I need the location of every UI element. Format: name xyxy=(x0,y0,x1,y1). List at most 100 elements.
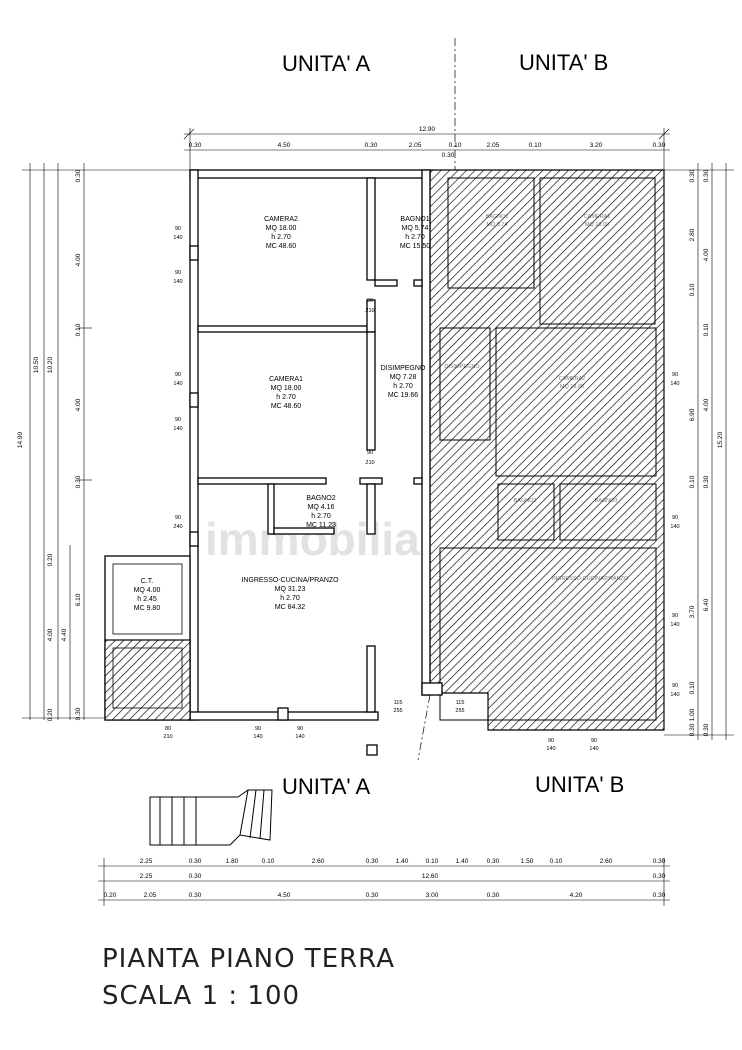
svg-text:4.00: 4.00 xyxy=(703,398,710,411)
svg-text:90: 90 xyxy=(672,372,678,378)
svg-text:0.30: 0.30 xyxy=(75,475,82,488)
svg-text:0.10: 0.10 xyxy=(703,323,710,336)
svg-text:0.30: 0.30 xyxy=(189,892,202,899)
svg-text:MC 84.32: MC 84.32 xyxy=(275,604,305,611)
unit-a-walls xyxy=(189,169,443,756)
svg-text:0.30: 0.30 xyxy=(689,169,696,182)
svg-text:0.10: 0.10 xyxy=(426,858,439,865)
room-ingresso-cucina: INGRESSO-CUCINA/PRANZO MQ 31.23 h 2.70 M… xyxy=(241,577,339,611)
svg-text:4.50: 4.50 xyxy=(278,892,291,899)
svg-text:4.00: 4.00 xyxy=(703,248,710,261)
svg-text:6.10: 6.10 xyxy=(75,593,82,606)
svg-text:140: 140 xyxy=(670,524,679,530)
svg-text:210: 210 xyxy=(163,734,172,740)
svg-text:MQ 18.00: MQ 18.00 xyxy=(266,225,297,232)
room-bagno2: BAGNO2 MQ 4.16 h 2.70 MC 11.23 xyxy=(306,495,336,529)
svg-text:0.30: 0.30 xyxy=(487,892,500,899)
svg-text:MC 48.60: MC 48.60 xyxy=(271,403,301,410)
room-camera2: CAMERA2 MQ 18.00 h 2.70 MC 48.60 xyxy=(264,216,298,250)
unit-b-internal-walls xyxy=(439,177,657,721)
svg-text:3.00: 3.00 xyxy=(426,892,439,899)
svg-text:CAMERA2: CAMERA2 xyxy=(559,376,586,382)
svg-text:0.20: 0.20 xyxy=(104,892,117,899)
svg-text:1.40: 1.40 xyxy=(396,858,409,865)
plan-scale: SCALA 1 : 100 xyxy=(102,981,300,1011)
svg-text:MQ 4.16: MQ 4.16 xyxy=(308,504,335,511)
svg-text:INGRESSO-CUCINA/PRANZO: INGRESSO-CUCINA/PRANZO xyxy=(552,576,629,582)
svg-text:12.60: 12.60 xyxy=(422,873,439,880)
svg-text:1.80: 1.80 xyxy=(226,858,239,865)
svg-text:h 2.70: h 2.70 xyxy=(311,513,331,520)
dim-left-mid-2: 10.20 xyxy=(47,356,54,373)
svg-text:4.20: 4.20 xyxy=(570,892,583,899)
svg-text:0.20: 0.20 xyxy=(47,553,54,566)
unit-b-room-labels: BAGNO1 MQ 5.74 CAMERA1 MQ 18.00 DISIMPEG… xyxy=(444,214,628,582)
svg-text:4.00: 4.00 xyxy=(75,398,82,411)
svg-text:MC 19.66: MC 19.66 xyxy=(388,392,418,399)
svg-text:C.T.: C.T. xyxy=(141,578,154,585)
svg-text:0.30: 0.30 xyxy=(75,707,82,720)
svg-text:140: 140 xyxy=(670,622,679,628)
svg-text:115: 115 xyxy=(456,700,465,706)
svg-text:0.30: 0.30 xyxy=(703,723,710,736)
svg-text:MC 15.50: MC 15.50 xyxy=(400,243,430,250)
svg-text:BAGNO1: BAGNO1 xyxy=(486,214,509,220)
svg-text:0.10: 0.10 xyxy=(689,475,696,488)
svg-text:4.40: 4.40 xyxy=(61,628,68,641)
svg-text:2.25: 2.25 xyxy=(140,873,153,880)
svg-text:4.50: 4.50 xyxy=(278,142,291,149)
dim-left-outer: 14.90 xyxy=(17,431,24,448)
svg-text:90: 90 xyxy=(175,372,181,378)
svg-text:210: 210 xyxy=(365,460,374,466)
ct-room xyxy=(112,563,183,635)
dim-top-total: 12.90 xyxy=(419,126,436,133)
svg-text:MC 9.80: MC 9.80 xyxy=(134,605,161,612)
svg-text:140: 140 xyxy=(173,426,182,432)
top-dimension-lines xyxy=(183,128,670,170)
svg-text:0.30: 0.30 xyxy=(442,152,455,159)
svg-text:0.20: 0.20 xyxy=(47,708,54,721)
svg-text:80: 80 xyxy=(165,726,171,732)
svg-text:h 2.70: h 2.70 xyxy=(280,595,300,602)
svg-text:MQ 18.00: MQ 18.00 xyxy=(585,222,609,228)
right-dimension-lines xyxy=(664,163,734,740)
svg-text:MQ 4.00: MQ 4.00 xyxy=(134,587,161,594)
svg-text:0.30: 0.30 xyxy=(703,475,710,488)
dim-right-mid: 0.30 4.00 0.10 4.00 0.30 6.40 0.30 xyxy=(703,169,710,736)
room-camera1: CAMERA1 MQ 18.00 h 2.70 MC 48.60 xyxy=(269,376,303,410)
svg-text:255: 255 xyxy=(455,708,464,714)
unit-b-hatched-area xyxy=(429,169,665,731)
svg-text:0.10: 0.10 xyxy=(75,323,82,336)
svg-text:4.00: 4.00 xyxy=(47,628,54,641)
svg-text:CAMERA1: CAMERA1 xyxy=(269,376,303,383)
svg-text:0.10: 0.10 xyxy=(689,681,696,694)
room-ct: C.T. MQ 4.00 h 2.45 MC 9.80 xyxy=(134,578,161,612)
svg-text:90: 90 xyxy=(175,270,181,276)
svg-text:240: 240 xyxy=(173,524,182,530)
svg-text:90: 90 xyxy=(255,726,261,732)
unit-a-top-label: UNITA' A xyxy=(282,51,370,76)
unit-divider-line-bottom xyxy=(417,694,431,761)
svg-text:140: 140 xyxy=(173,235,182,241)
svg-text:6.90: 6.90 xyxy=(689,408,696,421)
svg-text:140: 140 xyxy=(295,734,304,740)
svg-text:h 2.70: h 2.70 xyxy=(271,234,291,241)
svg-text:h 2.70: h 2.70 xyxy=(276,394,296,401)
svg-text:140: 140 xyxy=(173,381,182,387)
watermark: immobiliare xyxy=(205,513,463,565)
svg-text:90: 90 xyxy=(672,613,678,619)
svg-text:BAGNO1: BAGNO1 xyxy=(400,216,429,223)
svg-text:0.30: 0.30 xyxy=(366,858,379,865)
svg-text:255: 255 xyxy=(393,708,402,714)
svg-text:0.30: 0.30 xyxy=(189,142,202,149)
svg-text:BAGNO3: BAGNO3 xyxy=(595,498,618,504)
svg-text:2.05: 2.05 xyxy=(409,142,422,149)
bottom-dimension-lines xyxy=(98,858,670,906)
svg-text:3.20: 3.20 xyxy=(590,142,603,149)
unit-b-bottom-label: UNITA' B xyxy=(535,772,624,797)
svg-text:DISIMPEGNO: DISIMPEGNO xyxy=(444,364,480,370)
svg-text:2.25: 2.25 xyxy=(140,858,153,865)
svg-text:90: 90 xyxy=(175,417,181,423)
svg-text:MQ 5.74: MQ 5.74 xyxy=(402,225,429,232)
